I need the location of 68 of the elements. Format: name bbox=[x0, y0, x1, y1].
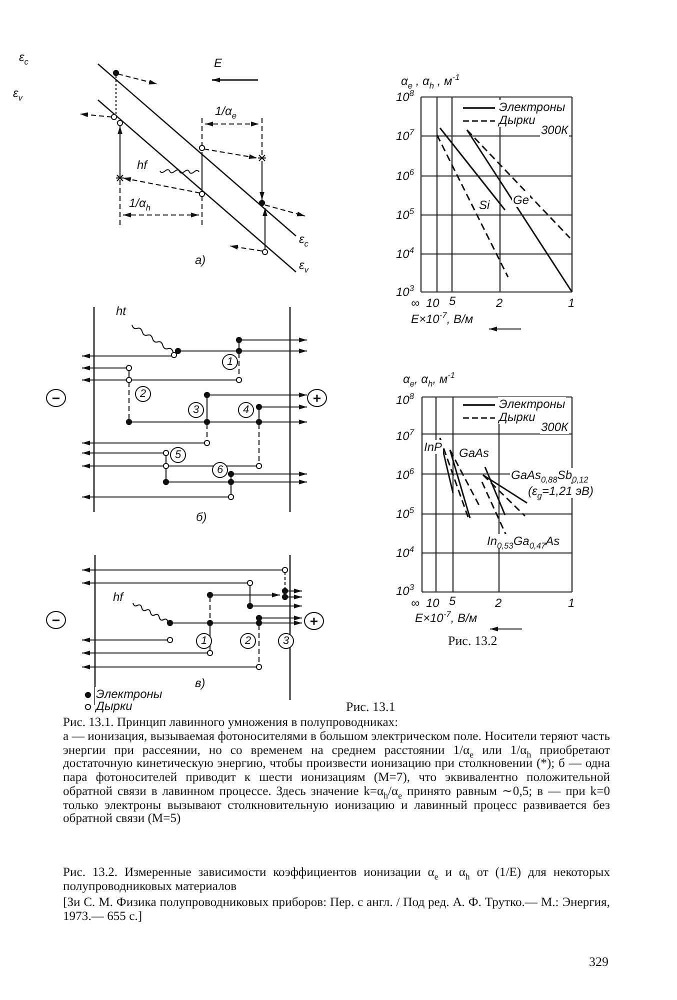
figure-label: в) bbox=[194, 676, 206, 690]
circled-number: 1 bbox=[196, 633, 212, 649]
legend-label: Электроны bbox=[95, 687, 164, 701]
figure-number: Рис. 13.2 bbox=[447, 634, 498, 648]
tick-label: 10$^{4}$ bbox=[395, 247, 416, 261]
circled-number: 6 bbox=[212, 462, 228, 478]
tick-label: 10$^{6}$ bbox=[395, 169, 416, 183]
tick-label: 10$^{6}$ bbox=[395, 468, 416, 482]
photon-label: ht bbox=[115, 304, 128, 318]
circled-number: 5 bbox=[170, 447, 186, 463]
page-number: 329 bbox=[588, 955, 610, 969]
curve-label: InP bbox=[423, 440, 444, 454]
tick-label: 2 bbox=[494, 596, 503, 610]
circled-number: 2 bbox=[135, 386, 151, 402]
circled-number: 2 bbox=[240, 633, 256, 649]
dimension-label: 1/α$_{e}$ bbox=[214, 104, 238, 118]
polarity-sign: + bbox=[304, 612, 324, 630]
legend-label: Электроны bbox=[498, 397, 566, 411]
tick-label: 10$^{8}$ bbox=[395, 393, 416, 407]
polarity-sign: − bbox=[46, 611, 66, 629]
curve-label: GaAs bbox=[458, 446, 490, 460]
axis-title: E×10$^{-7}$, В/м bbox=[410, 312, 474, 326]
tick-label: 10$^{8}$ bbox=[395, 90, 416, 104]
curve-label: (ε$_{g}$=1,21 эВ) bbox=[527, 484, 595, 498]
legend-label: Электроны bbox=[498, 100, 566, 114]
circled-number: 4 bbox=[238, 402, 254, 418]
legend-label: Дырки bbox=[498, 410, 536, 424]
tick-label: 10$^{3}$ bbox=[395, 584, 416, 598]
tick-label: 2 bbox=[495, 296, 504, 310]
temperature-label: 300К bbox=[540, 123, 570, 137]
curve-label: Ge bbox=[512, 193, 530, 207]
tick-label: 1 bbox=[567, 296, 576, 310]
curve-label: GaAs$_{0,88}$Sb$_{0,12}$ bbox=[510, 468, 590, 482]
axis-title: α$_{e}$, α$_{h}$, м$^{-1}$ bbox=[402, 372, 456, 386]
circled-number: 3 bbox=[188, 402, 204, 418]
polarity-sign: + bbox=[307, 389, 327, 407]
caption-text: Рис. 13.1. Принцип лавинного умножения в полупроводниках: bbox=[63, 716, 400, 730]
tick-label: 10 bbox=[425, 296, 440, 310]
curve-label: Si bbox=[478, 198, 491, 212]
polarity-sign: − bbox=[46, 389, 66, 407]
tick-label: 10$^{3}$ bbox=[395, 285, 416, 299]
caption-text: [Зи С. М. Физика полупроводниковых приборов: Пер. с англ. / Под ред. А. Ф. Трутко.— М.: Энергия, 1973.— 655 с.] bbox=[63, 896, 610, 924]
tick-label: 10$^{4}$ bbox=[395, 546, 416, 560]
dimension-label: 1/α$_{h}$ bbox=[128, 196, 152, 210]
caption-text: Рис. 13.2. Измеренные зависимости коэффициентов ионизации α$_{e}$ и α$_{h}$ от (1/E) для некоторых полупроводниковых материалов bbox=[63, 866, 610, 894]
tick-label: 5 bbox=[448, 594, 457, 608]
tick-label: 10 bbox=[425, 596, 440, 610]
tick-label: 10$^{7}$ bbox=[395, 129, 416, 143]
tick-label: 5 bbox=[448, 294, 457, 308]
figure-number: Рис. 13.1 bbox=[345, 700, 396, 714]
caption-text: а — ионизация, вызываемая фотоносителями в большом электрическом поле. Носители теряют часть энергии при рассеянии, но со временем на среднем расстоянии 1/α$_{e}$ или 1/α$_{h}$ приобретают достаточную кинетическую энергию, чтобы произвести ионизацию при столкновении (*); б — одна пара фотоносителей приводит к шести ионизациям (M=7), что эквивалентно положительной обратной связи в лавинном процессе. Здесь значение k=α$_{h}$/α$_{e}$ принято равным ∼0,5; в — при k=0 только электроны вызывают столкновительную ионизацию и лавинный процесс развивается без обратной связи (M=5) bbox=[63, 730, 610, 826]
tick-label: 10$^{7}$ bbox=[395, 429, 416, 443]
circled-number: 1 bbox=[222, 354, 238, 370]
temperature-label: 300К bbox=[540, 420, 570, 434]
figure-label: б) bbox=[195, 510, 208, 524]
tick-label: 1 bbox=[567, 596, 576, 610]
circled-number: 3 bbox=[278, 633, 294, 649]
field-label: E bbox=[213, 56, 224, 70]
figure-label: а) bbox=[194, 253, 207, 267]
tick-label: 10$^{5}$ bbox=[395, 507, 416, 521]
axis-title: E×10$^{-7}$, В/м bbox=[414, 611, 478, 625]
curve-label: In$_{0,53}$Ga$_{0,47}$As bbox=[486, 534, 561, 548]
tick-label: 10$^{5}$ bbox=[395, 208, 416, 222]
legend-label: Дырки bbox=[498, 113, 536, 127]
axis-title: α$_{e}$ , α$_{h}$ , м$^{-1}$ bbox=[400, 74, 461, 88]
photon-label: hf bbox=[136, 158, 148, 172]
legend-label: Дырки bbox=[95, 699, 134, 713]
photon-label: hf bbox=[112, 590, 124, 604]
